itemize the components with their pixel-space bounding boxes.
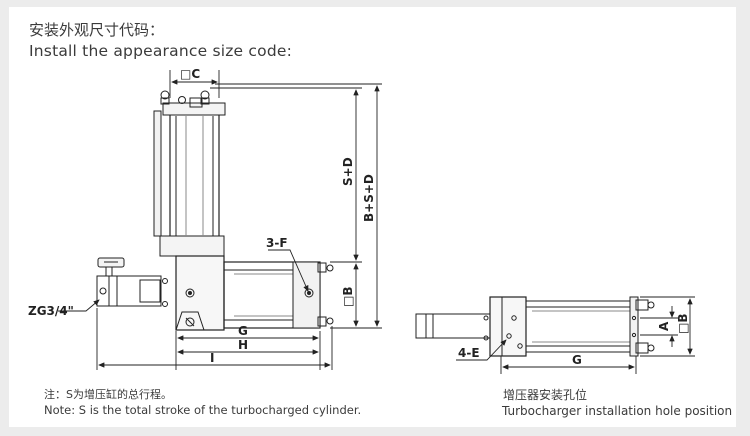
note-chinese: 注：S为增压缸的总行程。 [44, 388, 172, 401]
left-view-dimension-lines [58, 70, 382, 370]
dim-3-f-label: 3-F [266, 236, 288, 250]
turbocharger-side-view [96, 90, 334, 331]
caption-english: Turbocharger installation hole position [502, 404, 733, 418]
dim-s-d-label: S+D [341, 157, 355, 186]
dim-a-label: A [657, 321, 671, 331]
dim-b2-label: □B [676, 314, 690, 334]
dim-g-label: G [238, 324, 248, 338]
title-english: Install the appearance size code: [29, 42, 293, 60]
caption-chinese: 增压器安装孔位 [503, 388, 588, 402]
dim-c-label: □C [180, 67, 200, 81]
hole-position-view [415, 296, 655, 357]
dim-b-s-d-label: B+S+D [362, 174, 376, 222]
dim-h-label: H [238, 338, 248, 352]
right-view-dimension-lines [456, 296, 695, 374]
dim-zg-label: ZG3/4" [28, 304, 74, 318]
drawing-panel [9, 7, 736, 427]
dim-4-e-label: 4-E [458, 346, 480, 360]
note-english: Note: S is the total stroke of the turbo… [44, 403, 362, 417]
title-chinese: 安装外观尺寸代码： [29, 21, 165, 39]
dim-i-label: I [210, 351, 214, 365]
dim-b-label: □B [341, 287, 355, 307]
dim-g2-label: G [572, 353, 582, 367]
